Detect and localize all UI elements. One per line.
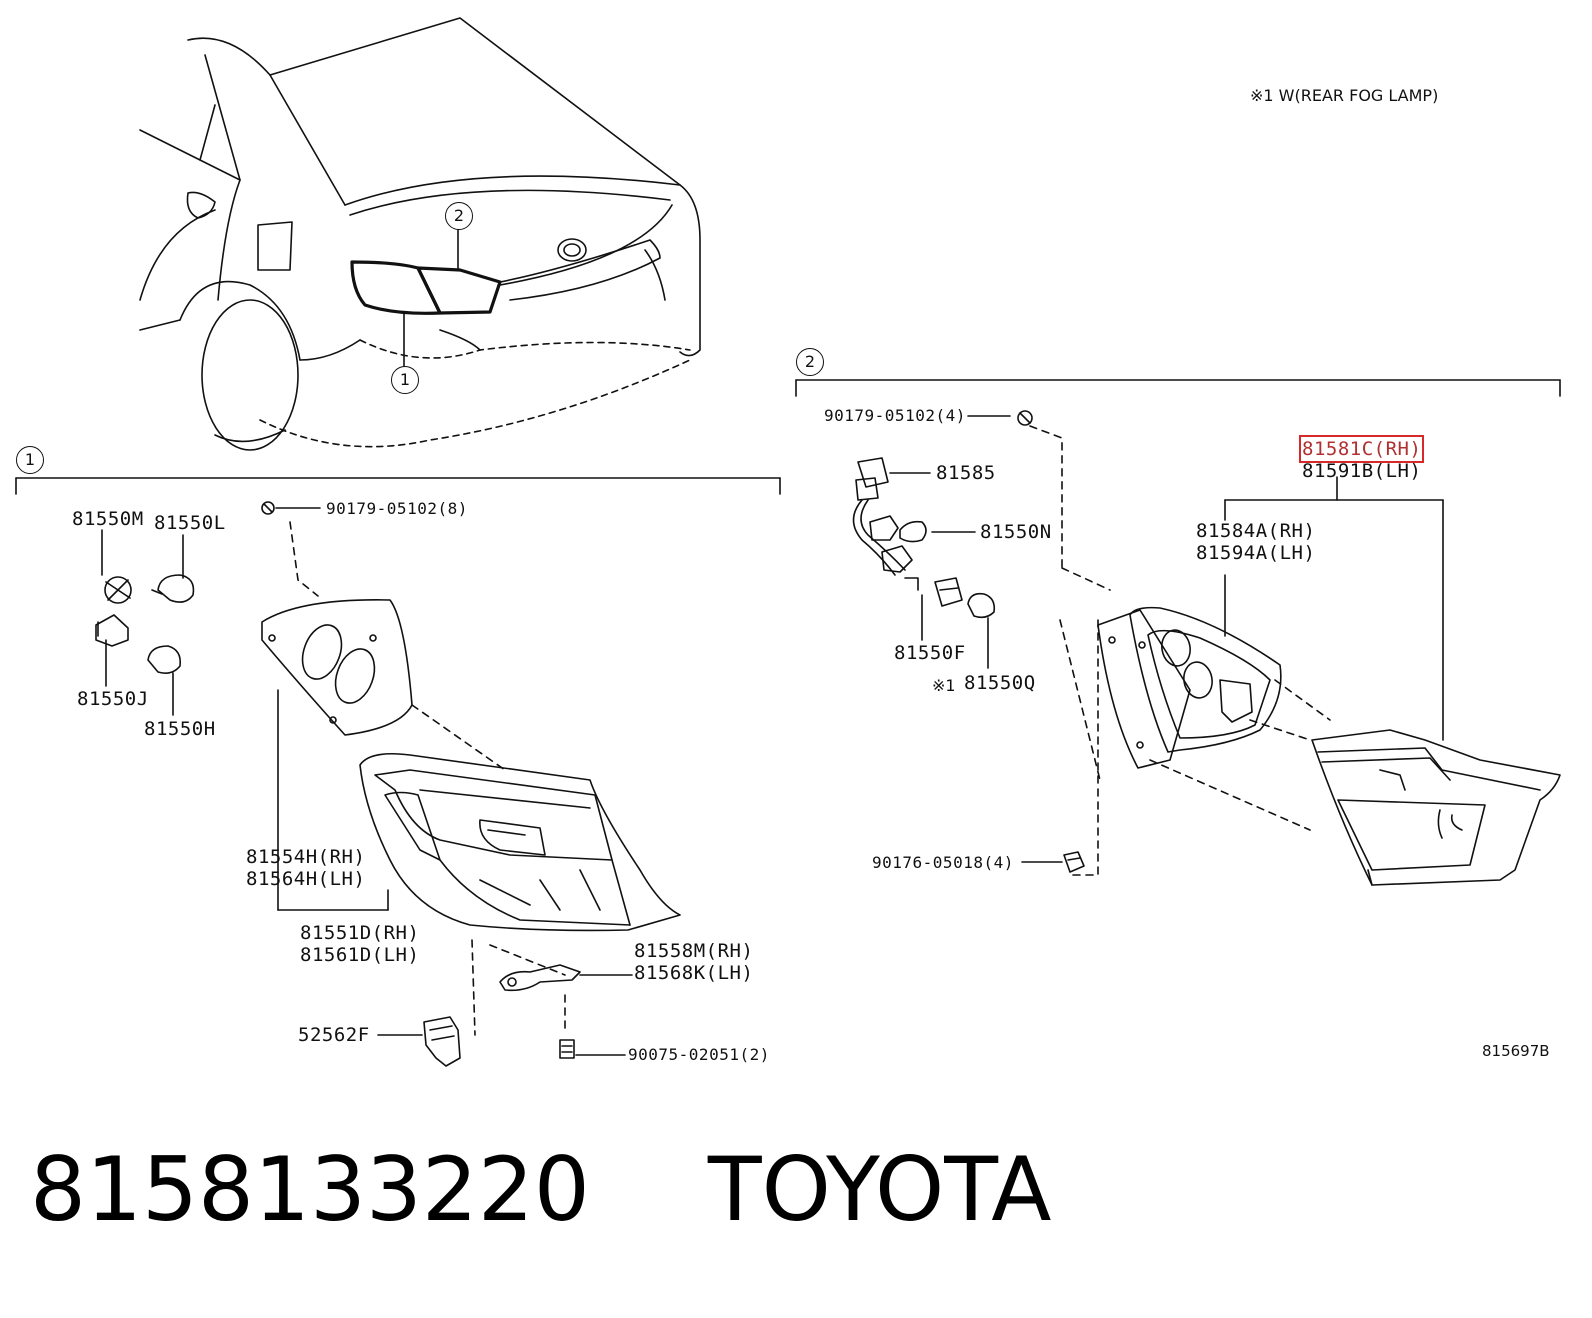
part-90179-05102-8[interactable]: 90179-05102(8)	[326, 499, 468, 518]
callout-2-section: 2	[796, 348, 824, 376]
fog-lamp-note: ※1 W(REAR FOG LAMP)	[1250, 86, 1439, 105]
part-81558M-rh[interactable]: 81558M(RH)	[634, 940, 754, 962]
part-90179-05102-4[interactable]: 90179-05102(4)	[824, 406, 966, 425]
callout-1-section: 1	[16, 446, 44, 474]
section-1-parts	[95, 501, 681, 1067]
part-81554H-rh[interactable]: 81554H(RH)	[246, 846, 366, 868]
part-81568K-lh[interactable]: 81568K(LH)	[634, 962, 754, 984]
callout-1-car: 1	[391, 366, 419, 394]
part-81561D-lh[interactable]: 81561D(LH)	[300, 944, 420, 966]
part-81550H[interactable]: 81550H	[144, 718, 216, 740]
part-81594A-lh[interactable]: 81594A(LH)	[1196, 542, 1316, 564]
part-81550F[interactable]: 81550F	[894, 642, 966, 664]
section-2-parts	[852, 410, 1561, 886]
section-2-bracket	[795, 379, 1561, 397]
part-90176-05018-4[interactable]: 90176-05018(4)	[872, 853, 1014, 872]
part-81550Q[interactable]: 81550Q	[964, 672, 1036, 694]
part-81581C-rh-highlighted[interactable]: 81581C(RH)	[1298, 435, 1425, 463]
part-81585[interactable]: 81585	[936, 462, 996, 484]
section-1-bracket	[15, 477, 781, 495]
part-81584A-rh[interactable]: 81584A(RH)	[1196, 520, 1316, 542]
part-81550L[interactable]: 81550L	[154, 512, 226, 534]
diagram-ref-code: 815697B	[1482, 1042, 1550, 1060]
part-81550N[interactable]: 81550N	[980, 521, 1052, 543]
part-81564H-lh[interactable]: 81564H(LH)	[246, 868, 366, 890]
fog-lamp-mark: ※1	[932, 676, 956, 695]
part-52562F[interactable]: 52562F	[298, 1024, 370, 1046]
brand-name: TOYOTA	[707, 1138, 1052, 1241]
footer: 8158133220 TOYOTA	[30, 1140, 1051, 1240]
part-81550J[interactable]: 81550J	[77, 688, 149, 710]
part-90075-02051-2[interactable]: 90075-02051(2)	[628, 1045, 770, 1064]
part-81550M[interactable]: 81550M	[72, 508, 144, 530]
part-81591B-lh[interactable]: 81591B(LH)	[1302, 460, 1422, 482]
callout-2-car: 2	[445, 202, 473, 230]
part-number: 8158133220	[30, 1138, 590, 1241]
part-81551D-rh[interactable]: 81551D(RH)	[300, 922, 420, 944]
car-rear-illustration	[139, 17, 701, 451]
